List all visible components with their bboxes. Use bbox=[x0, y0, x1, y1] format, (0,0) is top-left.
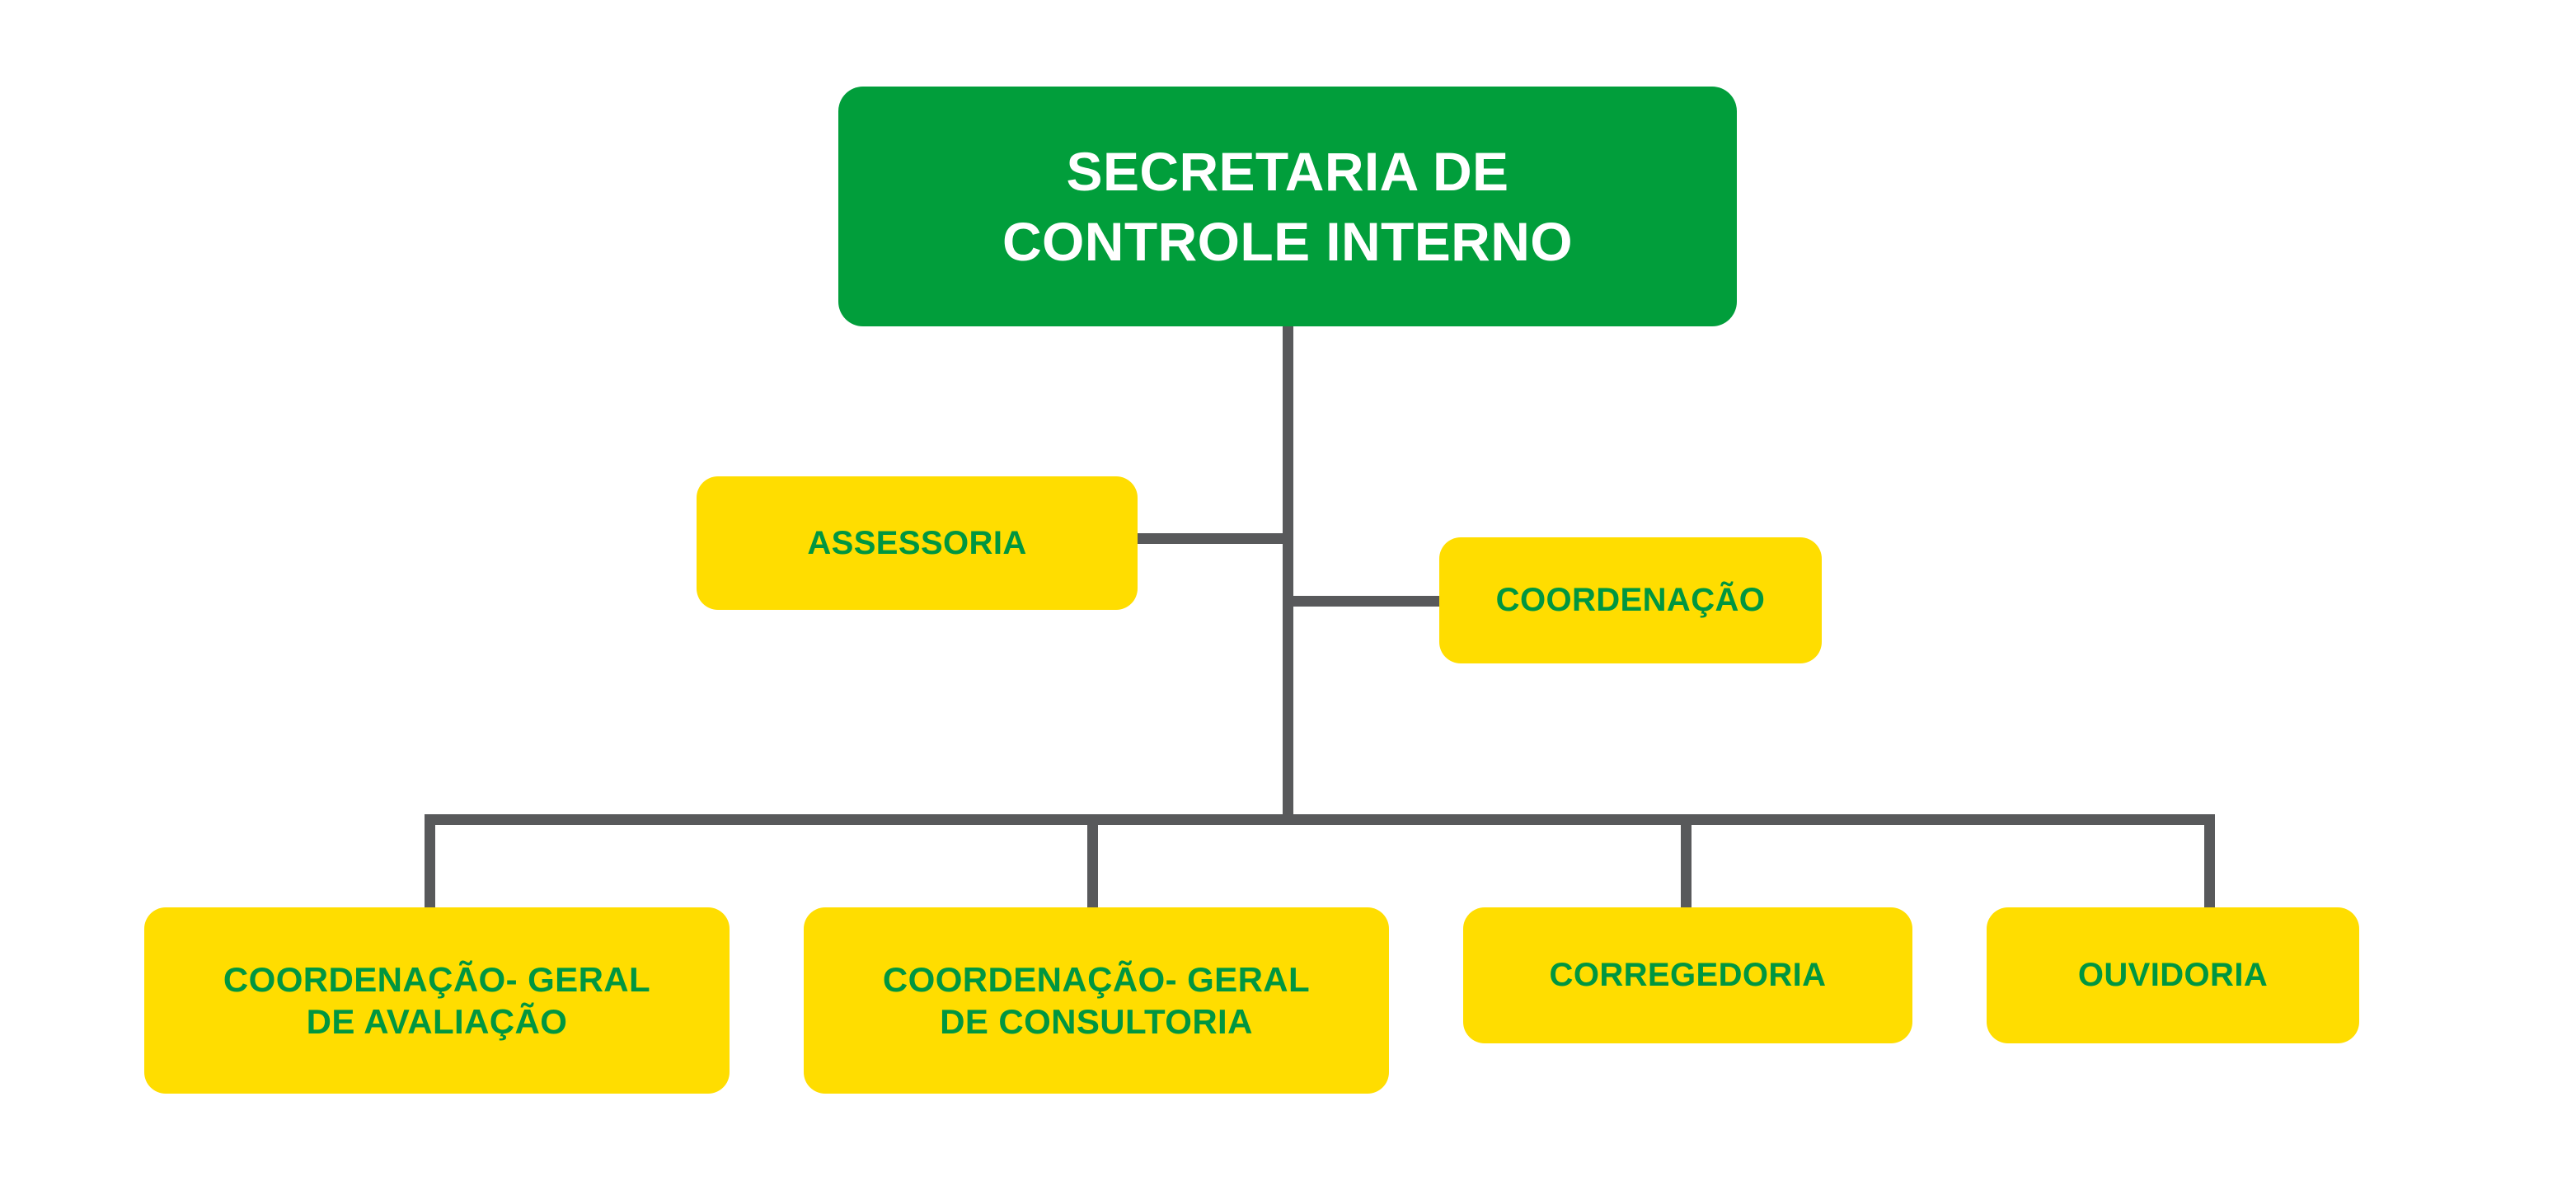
node-assessoria[interactable]: ASSESSORIA bbox=[697, 476, 1138, 610]
connector-drop-ouvidoria bbox=[2204, 814, 2215, 910]
connector-trunk-main bbox=[1283, 321, 1293, 820]
node-label-corregedoria: CORREGEDORIA bbox=[1549, 957, 1827, 994]
node-label-coordenacao: COORDENAÇÃO bbox=[1495, 582, 1766, 619]
node-label-cg-consultoria: COORDENAÇÃO- GERAL DE CONSULTORIA bbox=[882, 959, 1311, 1041]
node-label-assessoria: ASSESSORIA bbox=[807, 524, 1027, 561]
node-coordenacao[interactable]: COORDENAÇÃO bbox=[1439, 537, 1822, 663]
connector-distribution-bar bbox=[425, 814, 2215, 825]
node-label-ouvidoria: OUVIDORIA bbox=[2077, 957, 2269, 994]
node-coordenacao-geral-de-consultoria[interactable]: COORDENAÇÃO- GERAL DE CONSULTORIA bbox=[804, 907, 1389, 1094]
connector-coordenacao bbox=[1283, 596, 1443, 607]
connector-drop-corregedoria bbox=[1681, 814, 1692, 910]
connector-assessoria bbox=[1136, 533, 1288, 544]
connector-drop-cg-avaliacao bbox=[425, 814, 435, 910]
connector-drop-cg-consultoria bbox=[1087, 814, 1098, 910]
node-label-cg-avaliacao: COORDENAÇÃO- GERAL DE AVALIAÇÃO bbox=[223, 959, 651, 1041]
node-corregedoria[interactable]: CORREGEDORIA bbox=[1463, 907, 1912, 1043]
node-label-root: SECRETARIA DE CONTROLE INTERNO bbox=[1002, 141, 1574, 272]
node-ouvidoria[interactable]: OUVIDORIA bbox=[1987, 907, 2359, 1043]
node-secretaria-de-controle-interno[interactable]: SECRETARIA DE CONTROLE INTERNO bbox=[838, 87, 1737, 326]
node-coordenacao-geral-de-avaliacao[interactable]: COORDENAÇÃO- GERAL DE AVALIAÇÃO bbox=[144, 907, 730, 1094]
